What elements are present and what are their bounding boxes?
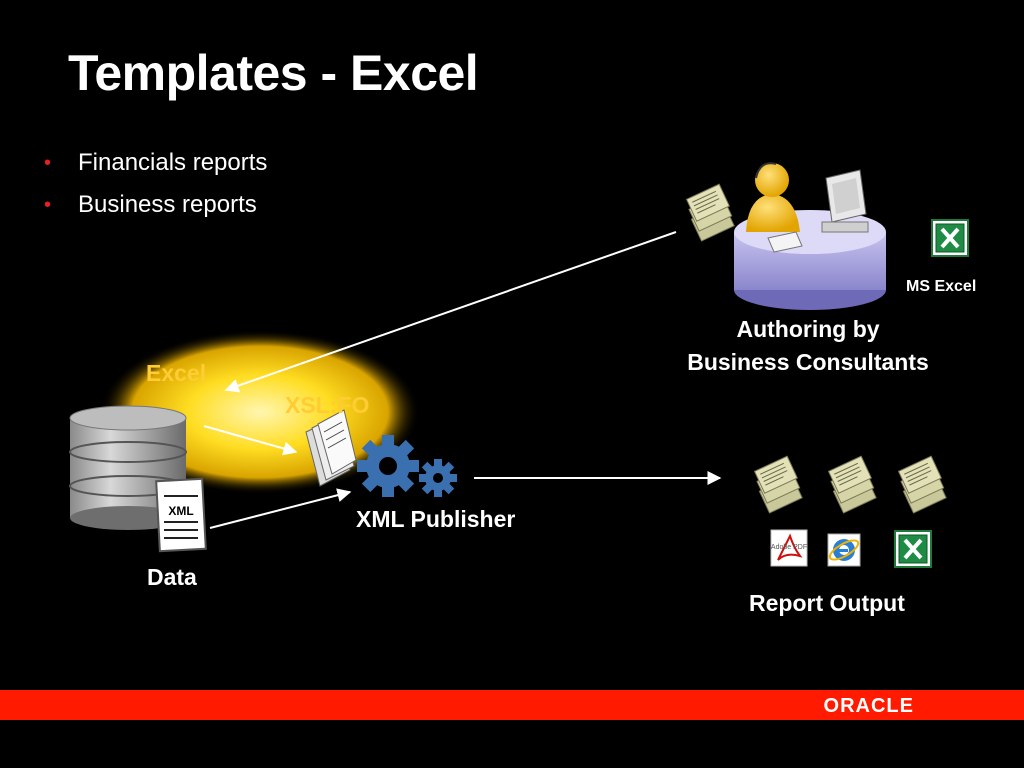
- xml-document-icon: XML: [155, 477, 207, 553]
- arrow-data-to-publisher: [209, 488, 352, 529]
- bullet-item: • Financials reports: [44, 146, 267, 188]
- bullet-text: Business reports: [78, 191, 257, 218]
- report-output-label: Report Output: [749, 590, 905, 616]
- xslfo-label: XSL:FO: [285, 392, 370, 418]
- arrow-excel-to-xslfo: [203, 425, 298, 456]
- ms-excel-label: MS Excel: [906, 278, 977, 295]
- database-icon: [69, 405, 187, 530]
- document-stack-icon: [894, 455, 951, 514]
- bullet-text: Financials reports: [78, 149, 268, 176]
- excel-icon: [893, 529, 933, 569]
- data-label: Data: [147, 564, 197, 590]
- document-stack-icon: [750, 455, 807, 514]
- consultant-icon: [734, 162, 886, 310]
- arrow-authoring-to-excel: [224, 231, 677, 393]
- document-stack-icon: [824, 455, 881, 514]
- document-stack-icon: [305, 409, 357, 487]
- excel-label: Excel: [146, 360, 207, 386]
- gear-icon: [357, 435, 457, 497]
- oracle-logo: ORACLE: [823, 695, 914, 717]
- slide-title: Templates - Excel: [68, 45, 479, 101]
- footer-banner: ORACLE: [0, 690, 1024, 720]
- internet-explorer-icon: [827, 533, 861, 567]
- xml-publisher-label: XML Publisher: [356, 506, 516, 532]
- authoring-label-line2: Business Consultants: [687, 349, 929, 375]
- bullet-list: • Financials reports • Business reports: [44, 146, 267, 230]
- document-stack-icon: [682, 183, 739, 242]
- pdf-icon: Adobe PDF: [770, 529, 808, 567]
- pdf-icon-label: Adobe PDF: [771, 544, 807, 551]
- xml-doc-label: XML: [168, 504, 193, 518]
- bullet-item: • Business reports: [44, 188, 267, 230]
- bullet-dot: •: [44, 152, 52, 174]
- excel-icon: [930, 218, 970, 258]
- authoring-label-line1: Authoring by: [736, 316, 880, 342]
- bullet-dot: •: [44, 194, 52, 216]
